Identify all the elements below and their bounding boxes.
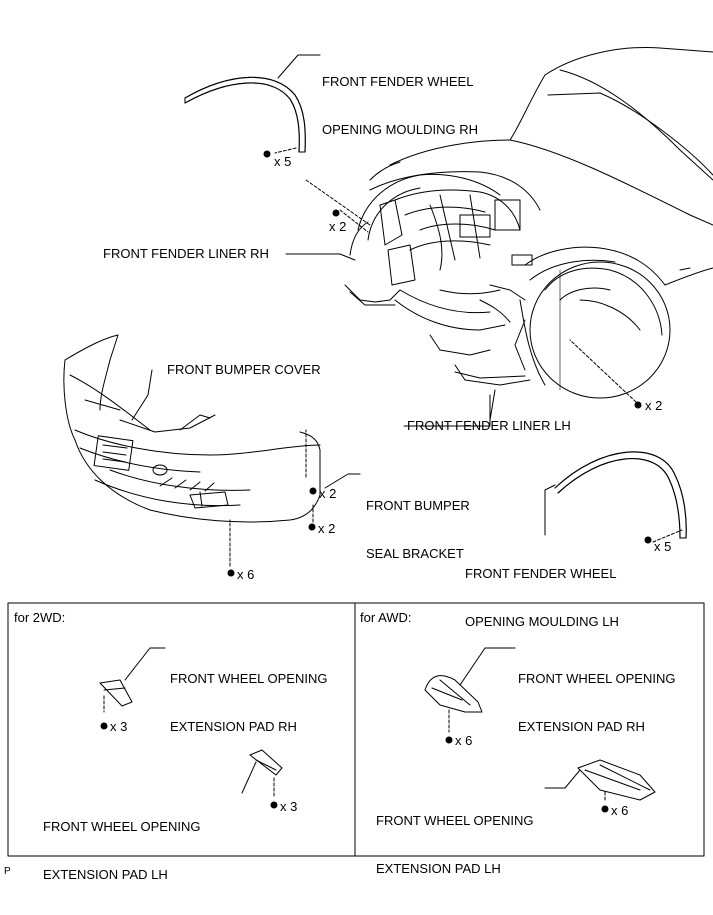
variant-panels-frame	[7, 602, 705, 857]
awd-pad-drawings	[424, 647, 656, 803]
label-front-fender-liner-rh: FRONT FENDER LINER RH	[103, 246, 269, 261]
label-2wd-pad-lh: FRONT WHEEL OPENING EXTENSION PAD LH	[43, 819, 201, 882]
label-2wd-pad-rh: FRONT WHEEL OPENING EXTENSION PAD RH	[170, 671, 328, 734]
qty-seal-clips: x 2	[319, 486, 337, 501]
qty-2wd-pad-rh: x 3	[110, 719, 128, 734]
label-awd-pad-rh: FRONT WHEEL OPENING EXTENSION PAD RH	[518, 671, 676, 734]
label-front-fender-wheel-opening-moulding-lh: FRONT FENDER WHEEL OPENING MOULDING LH	[465, 566, 619, 629]
label-awd-pad-lh: FRONT WHEEL OPENING EXTENSION PAD LH	[376, 813, 534, 876]
2wd-pad-drawings	[99, 647, 283, 798]
fastener-icons	[100, 150, 652, 813]
qty-awd-pad-rh: x 6	[455, 733, 473, 748]
label-front-bumper-cover: FRONT BUMPER COVER	[167, 362, 321, 377]
parts-diagram: FRONT FENDER WHEEL OPENING MOULDING RH x…	[4, 47, 713, 882]
qty-bumper-screws: x 6	[237, 567, 255, 582]
panel-title-2wd: for 2WD:	[14, 610, 66, 625]
label-front-bumper-seal-bracket: FRONT BUMPER SEAL BRACKET	[366, 498, 470, 561]
diagram-drawing	[7, 47, 713, 857]
panel-title-awd: for AWD:	[360, 610, 412, 625]
vehicle-front-illustration	[344, 47, 713, 399]
qty-liner-rh-screws: x 2	[329, 219, 347, 234]
front-fender-wheel-opening-moulding-rh-drawing	[184, 54, 321, 153]
qty-seal-screws: x 2	[318, 521, 336, 536]
qty-2wd-pad-lh: x 3	[280, 799, 298, 814]
qty-awd-pad-lh: x 6	[611, 803, 629, 818]
footer-code: P	[4, 866, 11, 877]
qty-moulding-rh-clips: x 5	[274, 154, 292, 169]
front-fender-wheel-opening-moulding-lh-drawing	[544, 451, 687, 543]
label-front-fender-liner-lh: FRONT FENDER LINER LH	[407, 418, 571, 433]
label-front-fender-wheel-opening-moulding-rh: FRONT FENDER WHEEL OPENING MOULDING RH	[322, 74, 479, 137]
front-bumper-cover-drawing	[63, 334, 321, 567]
qty-liner-lh-screws: x 2	[645, 398, 663, 413]
qty-moulding-lh-clips: x 5	[654, 539, 672, 554]
